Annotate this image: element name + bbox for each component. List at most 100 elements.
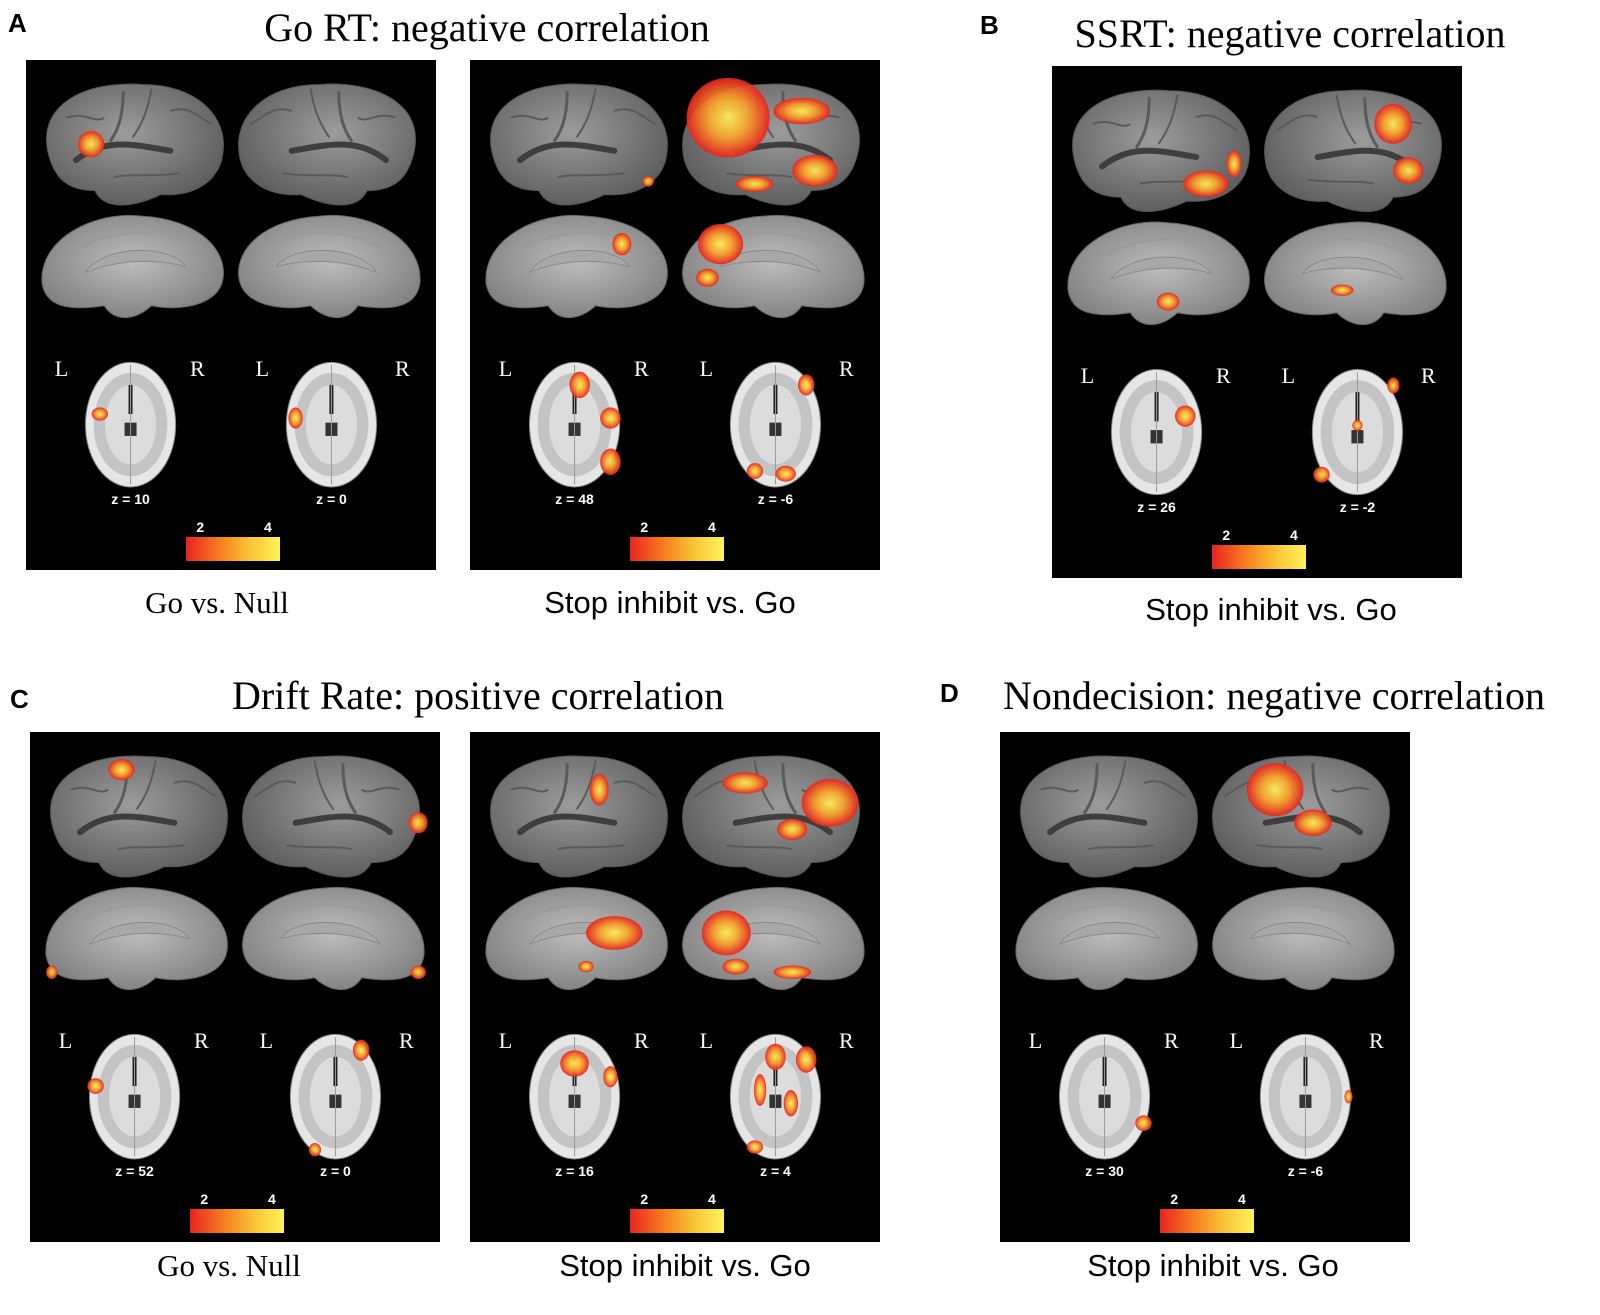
colorbar-min-label: 2 [1222, 526, 1231, 543]
colorbar [629, 536, 725, 561]
slice-z-label: z = -6 [1287, 1162, 1324, 1179]
map-caption: Stop inhibit vs. Go [1087, 1248, 1339, 1283]
slice-z-label: z = 10 [111, 490, 150, 507]
activation-cluster [589, 773, 609, 806]
slice-z-label: z = 4 [760, 1162, 791, 1179]
activation-cluster [1330, 284, 1354, 296]
axial-slice-right [289, 1033, 382, 1160]
hemisphere-label-right: R [194, 1027, 209, 1053]
activation-cluster [686, 77, 770, 158]
hemisphere-label-left: L [1028, 1027, 1043, 1053]
slice-z-label: z = 0 [316, 490, 347, 507]
panel-a-map-1-image [41, 83, 421, 488]
slice-z-label: z = 52 [115, 1162, 154, 1179]
colorbar [629, 1208, 725, 1233]
map-caption: Stop inhibit vs. Go [1145, 592, 1397, 627]
axial-slice-left [88, 1033, 181, 1160]
slice-z-label: z = 48 [555, 490, 594, 507]
axial-slice-left [528, 361, 621, 488]
activation-cluster [410, 965, 426, 979]
hemisphere-label-right: R [395, 355, 410, 381]
hemisphere-label-right: R [839, 1027, 854, 1053]
axial-slice-left [528, 1033, 621, 1160]
left-medial-cortex [45, 886, 228, 991]
map-caption: Stop inhibit vs. Go [559, 1248, 811, 1283]
hemisphere-label-left: L [58, 1027, 73, 1053]
left-medial-cortex [41, 214, 224, 319]
right-medial-cortex [1212, 886, 1395, 991]
activation-cluster [1313, 466, 1330, 483]
hemisphere-label-right: R [1164, 1027, 1179, 1053]
hemisphere-label-left: L [699, 1027, 714, 1053]
map-caption: Stop inhibit vs. Go [544, 585, 796, 620]
hemisphere-label-right: R [634, 1027, 649, 1053]
axial-slice-right [729, 361, 822, 488]
activation-cluster [46, 965, 58, 979]
hemisphere-label-left: L [498, 355, 513, 381]
panel-title-b: SSRT: negative correlation [1074, 11, 1506, 56]
hemisphere-label-right: R [634, 355, 649, 381]
panel-c-map-1-image [45, 755, 428, 1160]
activation-cluster [352, 1039, 370, 1061]
map-caption: Go vs. Null [157, 1248, 301, 1283]
hemisphere-label-left: L [54, 355, 69, 381]
panel-letter-b: B [980, 10, 999, 40]
left-medial-cortex [1015, 886, 1198, 991]
activation-cluster [87, 1078, 104, 1094]
axial-slice-right [1259, 1033, 1352, 1160]
activation-cluster [603, 1066, 618, 1088]
left-lateral-cortex [1072, 89, 1250, 213]
activation-cluster [1374, 103, 1412, 144]
activation-cluster [1183, 170, 1229, 198]
activation-cluster [1293, 809, 1332, 837]
colorbar-max-label: 4 [707, 1191, 716, 1207]
activation-cluster [600, 407, 621, 429]
colorbar [1159, 1208, 1255, 1233]
axial-slice-right [1311, 369, 1404, 496]
panel-b-map-1-image [1067, 89, 1447, 496]
activation-cluster [569, 371, 590, 399]
hemisphere-label-left: L [1281, 362, 1296, 388]
axial-slice-left [1110, 369, 1203, 496]
activation-cluster [288, 407, 303, 429]
right-medial-cortex [242, 886, 425, 991]
activation-cluster [578, 960, 594, 973]
axial-slice-left [1058, 1033, 1151, 1160]
activation-cluster [783, 1090, 798, 1117]
activation-cluster [801, 779, 859, 827]
activation-cluster [600, 448, 621, 476]
hemisphere-label-left: L [498, 1027, 513, 1053]
hemisphere-label-left: L [1229, 1027, 1244, 1053]
colorbar-min-label: 2 [1170, 1191, 1179, 1207]
activation-cluster [765, 1043, 786, 1071]
panel-title-c: Drift Rate: positive correlation [231, 673, 725, 718]
colorbar-max-label: 4 [267, 1191, 276, 1207]
slice-z-label: z = -6 [757, 490, 794, 507]
right-lateral-cortex [1264, 89, 1442, 213]
hemisphere-label-left: L [699, 355, 714, 381]
activation-cluster [308, 1143, 322, 1157]
left-medial-cortex [485, 214, 668, 319]
activation-cluster [746, 463, 764, 480]
colorbar-min-label: 2 [640, 519, 649, 535]
slice-z-label: z = 30 [1085, 1162, 1124, 1179]
right-lateral-cortex [238, 83, 416, 206]
activation-cluster [798, 374, 815, 396]
activation-cluster [586, 916, 643, 950]
hemisphere-label-right: R [1216, 362, 1231, 388]
activation-cluster [795, 1046, 817, 1073]
right-lateral-cortex [242, 755, 420, 878]
axial-slice-right [285, 361, 378, 488]
activation-cluster [697, 223, 744, 265]
colorbar-min-label: 2 [196, 519, 205, 535]
activation-cluster [1246, 763, 1304, 817]
panel-c-map-2-image [485, 755, 865, 1160]
activation-cluster [722, 772, 768, 794]
activation-cluster [1156, 292, 1180, 311]
hemisphere-label-left: L [255, 355, 270, 381]
slice-z-label: z = 0 [320, 1162, 351, 1179]
activation-cluster [91, 407, 109, 421]
